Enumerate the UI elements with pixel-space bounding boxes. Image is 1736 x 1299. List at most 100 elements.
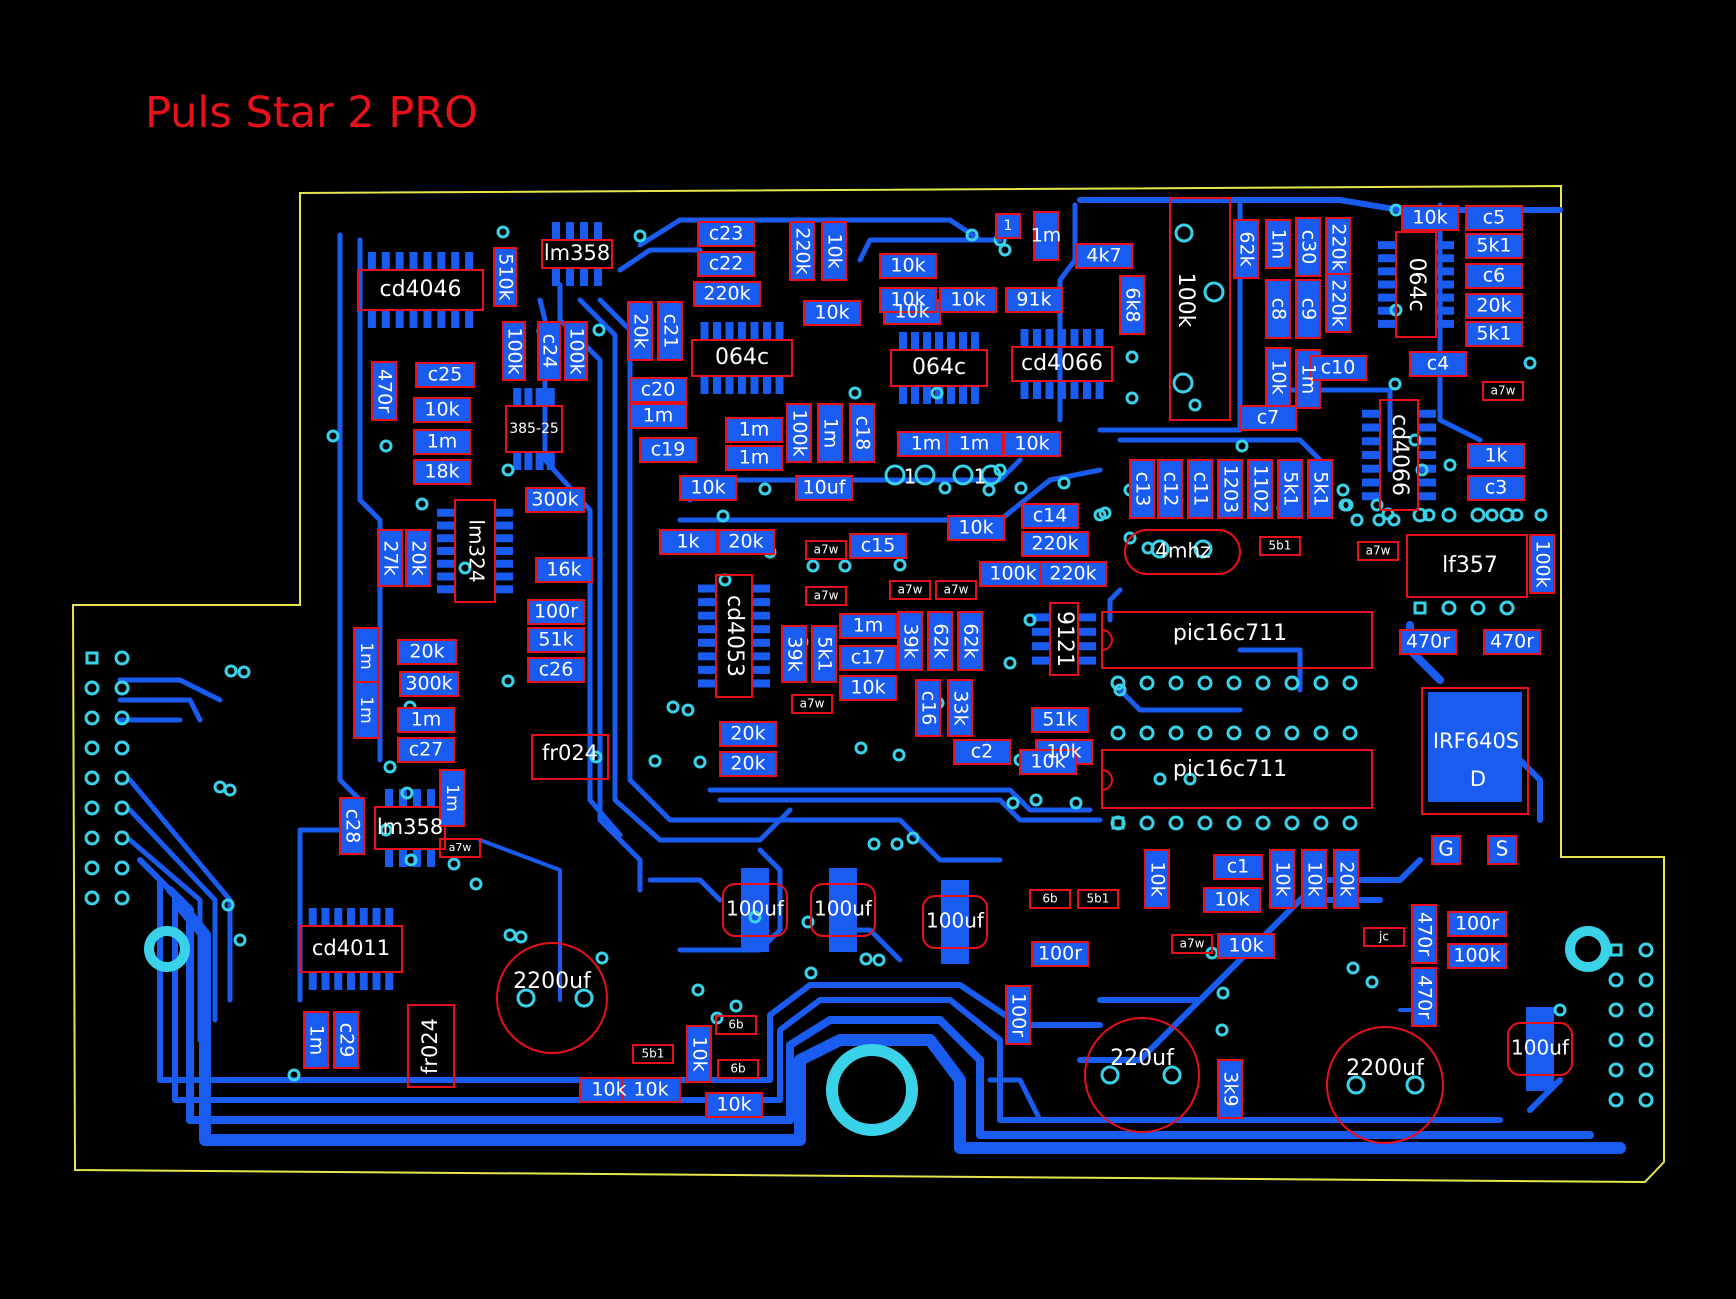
ic-pin: [1078, 642, 1096, 651]
ic-pin: [750, 322, 759, 340]
ic-pin: [959, 386, 967, 404]
via: [1226, 675, 1242, 691]
ic-pin: [713, 376, 721, 394]
ic-pin: [524, 452, 533, 470]
trace: [166, 886, 1594, 1139]
via: [1255, 725, 1271, 741]
part-label: 6b: [728, 1018, 743, 1032]
ic-pin: [423, 310, 432, 328]
via: [595, 951, 609, 965]
part-label: 220k: [792, 227, 814, 274]
part-label: 1k: [676, 531, 699, 553]
via: [1188, 398, 1202, 412]
ic-pin: [1436, 267, 1454, 276]
ic-pin: [1378, 254, 1396, 263]
via: [1372, 513, 1386, 527]
ic-pin: [1362, 464, 1380, 473]
via: [838, 559, 852, 573]
part-label: 1m: [820, 418, 842, 449]
via: [114, 680, 130, 696]
component-body: [333, 1011, 359, 1069]
part-label: 10k: [689, 1036, 711, 1071]
ic-pin: [495, 521, 513, 530]
via: [1139, 815, 1155, 831]
part-label: c23: [709, 223, 744, 245]
component-body: [719, 721, 777, 747]
part-label: c3: [1485, 477, 1508, 499]
ic-pin: [321, 972, 330, 990]
ic-pin: [359, 908, 368, 926]
ic-pin: [1418, 451, 1436, 459]
component-body: [439, 769, 465, 827]
via: [287, 1068, 301, 1082]
via: [233, 933, 247, 947]
part-label: 1m: [411, 709, 442, 731]
component-body: [1003, 431, 1061, 457]
part-label: 10k: [958, 517, 993, 539]
ic-pin: [495, 559, 513, 568]
ic-pin: [1078, 613, 1096, 622]
ic-pin: [1436, 280, 1454, 289]
via: [379, 823, 393, 837]
ic-pin: [347, 972, 355, 990]
part-label: 62k: [1236, 231, 1258, 266]
ic-pin: [1362, 409, 1380, 418]
part-label: 220k: [1328, 223, 1350, 270]
component-body: [399, 671, 459, 697]
via: [1638, 1092, 1654, 1108]
part-label: 10k: [1272, 861, 1294, 896]
via: [84, 740, 100, 756]
via: [1216, 986, 1230, 1000]
tiny-footprint: [632, 1044, 674, 1064]
ic-pin: [1083, 381, 1091, 399]
via: [729, 999, 743, 1013]
component-body: [527, 657, 585, 683]
part-label: 10k: [890, 255, 925, 277]
cap-outline: [1507, 1022, 1573, 1076]
ic-outline: [1101, 611, 1373, 669]
via: [84, 860, 100, 876]
via: [1422, 508, 1436, 522]
mounting-hole: [1565, 926, 1611, 972]
via: [998, 243, 1012, 257]
part-label: 10k: [633, 1079, 668, 1101]
ic-pin: [513, 452, 522, 470]
component-body: [1031, 707, 1089, 733]
via: [1365, 975, 1379, 989]
via: [1069, 796, 1083, 810]
via: [84, 710, 100, 726]
part-label: 100k: [789, 409, 811, 456]
ic-pin: [381, 252, 390, 270]
component-body: [1447, 911, 1507, 937]
part-label: 10k: [894, 301, 929, 323]
via: [1014, 481, 1028, 495]
via: [1125, 391, 1139, 405]
part-label: a7w: [1366, 544, 1391, 558]
tiny-footprint: [791, 694, 833, 714]
component-body: [725, 445, 783, 471]
via: [1441, 507, 1457, 523]
part-label: 10k: [1030, 751, 1065, 773]
part-label: 1m: [739, 419, 770, 441]
ic-pin: [775, 322, 784, 340]
via: [1523, 356, 1537, 370]
part-label: c19: [651, 439, 686, 461]
component-body: [1333, 849, 1359, 909]
mounting-hole: [144, 926, 190, 972]
ic-pin: [1362, 437, 1380, 446]
ic-pin: [359, 972, 368, 990]
part-label: 4k7: [1086, 245, 1121, 267]
part-label: 1: [974, 465, 987, 489]
via: [114, 800, 130, 816]
trace: [677, 467, 1103, 523]
ic-pin: [546, 388, 555, 406]
component-body: [1529, 534, 1555, 594]
via: [1608, 1032, 1624, 1048]
ic-label: 064c: [912, 355, 966, 380]
component-body: [1447, 943, 1507, 969]
ic-pin: [700, 322, 709, 340]
ic-pin: [698, 665, 716, 674]
ic-label: 064c: [1404, 257, 1429, 311]
component-body: [1265, 347, 1291, 407]
